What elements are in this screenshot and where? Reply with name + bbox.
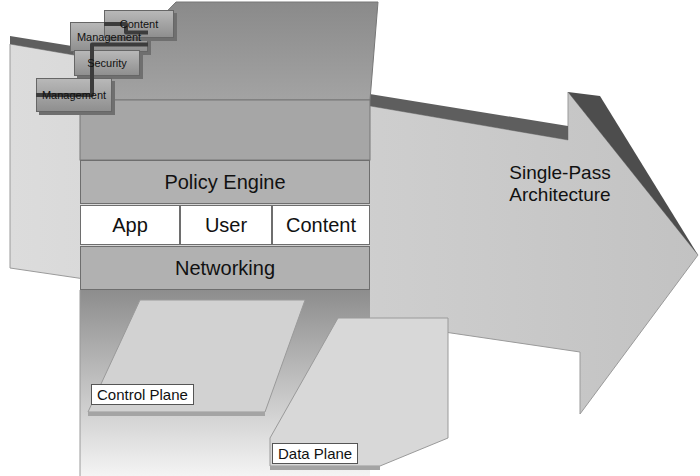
data-plane-platform: Data Plane bbox=[266, 316, 450, 472]
band-label: Networking bbox=[175, 257, 275, 280]
wire-connector bbox=[36, 45, 148, 96]
policy-engine-band: Policy Engine bbox=[80, 160, 370, 204]
plane-label: Data Plane bbox=[272, 443, 358, 464]
data-plane-platform-face bbox=[270, 466, 380, 470]
control-plane-platform-face bbox=[88, 412, 265, 416]
module-label: Security bbox=[87, 57, 127, 69]
management-module: Management bbox=[36, 78, 112, 112]
band-label: User bbox=[205, 214, 247, 237]
user-cell: User bbox=[180, 205, 272, 245]
content-cell: Content bbox=[272, 205, 370, 245]
data-plane-platform-face bbox=[270, 318, 448, 466]
module-label: Content bbox=[120, 18, 159, 30]
security-module: Security bbox=[74, 50, 140, 76]
module-label: Management bbox=[42, 89, 106, 101]
box-edge bbox=[80, 290, 81, 476]
band-label: Single-Pass Architecture bbox=[490, 162, 630, 206]
wire-connector bbox=[104, 24, 148, 33]
control-plane-platform: Control Plane bbox=[85, 298, 310, 416]
band-label: Content bbox=[286, 214, 356, 237]
app-cell: App bbox=[80, 205, 180, 245]
band-label: Policy Engine bbox=[164, 171, 285, 194]
module-label: Management bbox=[77, 31, 141, 43]
band-label: App bbox=[112, 214, 148, 237]
stack-top-front bbox=[80, 100, 370, 160]
control-plane-platform-face bbox=[88, 300, 305, 412]
plane-label: Control Plane bbox=[91, 384, 194, 405]
networking-band: Networking bbox=[80, 246, 370, 290]
